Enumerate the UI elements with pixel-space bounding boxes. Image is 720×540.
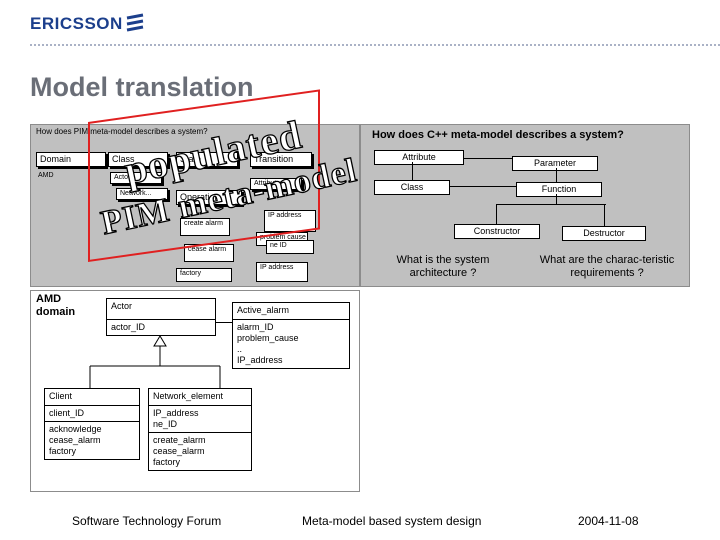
pim-domain-value: AMD [38,172,54,179]
uml-network-element-name: Network_element [153,391,224,401]
cpp-question-requirements: What are the charac-teristic requirement… [539,254,675,279]
uml-class-network-element: Network_element IP_address ne_ID create_… [148,388,252,471]
cpp-line-6 [496,204,606,205]
pim-domain-header: Domain [36,152,106,167]
footer-left: Software Technology Forum [72,514,222,528]
uml-client-ops: acknowledge cease_alarm factory [45,421,139,459]
pim-attr-ip-address-1: IP address [264,210,316,232]
ericsson-logo: ERICSSON [30,14,123,33]
cpp-line-4 [556,168,557,182]
uml-active-alarm-name: Active_alarm [237,305,290,315]
pim-state-header: State [176,152,238,167]
uml-network-element-attrs: IP_address ne_ID [149,405,251,432]
uml-class-active-alarm: Active_alarm alarm_ID problem_cause .. I… [232,302,350,369]
page-title: Model translation [30,72,254,102]
cpp-question-architecture: What is the system architecture ? [396,254,490,279]
header-divider [30,44,720,46]
pim-class-item-actor: Actor [110,172,162,184]
uml-class-actor: Actor actor_ID [106,298,216,336]
cpp-attribute-node: Attribute [374,150,464,165]
cpp-line-2 [450,186,516,187]
pim-op-cease-alarm: cease alarm [184,244,234,262]
uml-actor-attrs: actor_ID [107,319,215,335]
amd-domain-label: AMD domain [36,293,76,318]
uml-network-element-ops: create_alarm cease_alarm factory [149,432,251,470]
pim-class-header: Class [108,152,168,167]
pim-class-item-network: Network... [116,188,168,200]
pim-op-factory: factory [176,268,232,282]
uml-actor-name: Actor [111,301,133,311]
cpp-class-node: Class [374,180,450,195]
footer-date: 2004-11-08 [578,514,639,528]
pim-attr-ip-address-2: IP address [256,262,308,282]
cpp-constructor-node: Constructor [454,224,540,239]
footer-center: Meta-model based system design [302,514,482,528]
cpp-destructor-node: Destructor [562,226,646,241]
cpp-function-node: Function [516,182,602,197]
uml-client-name: Client [49,391,73,401]
pim-question: How does PIM meta-model describes a syst… [36,127,208,136]
header-bar [0,0,720,48]
pim-op-create-alarm: create alarm [180,218,230,236]
cpp-line-7 [496,204,497,224]
cpp-parameter-node: Parameter [512,156,598,171]
pim-transition-attribute: Attribute [250,178,302,190]
uml-client-attrs: client_ID [45,405,139,421]
cpp-question: How does C++ meta-model describes a syst… [372,129,624,141]
amd-inheritance-lines [89,335,221,388]
cpp-line-1 [412,162,413,180]
cpp-line-3 [464,158,512,159]
uml-class-client: Client client_ID acknowledge cease_alarm… [44,388,140,460]
cpp-line-5 [556,194,557,204]
ericsson-logo-icon [126,13,144,32]
uml-active-alarm-attrs: alarm_ID problem_cause .. IP_address [233,319,349,368]
pim-transition-header: Transition [250,152,312,167]
pim-attr-ne-id: ne ID [266,240,314,254]
pim-operation-box: Operation [176,190,242,205]
cpp-line-8 [604,204,605,226]
amd-link-actor-alarm [216,322,232,323]
